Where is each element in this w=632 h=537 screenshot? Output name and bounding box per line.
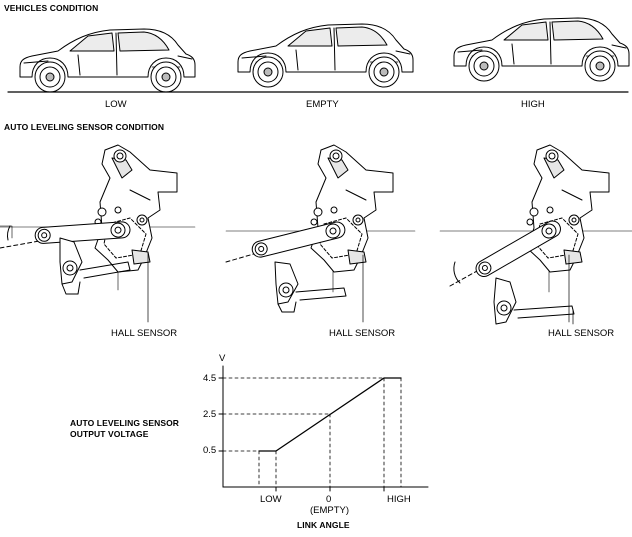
vehicle-low-image: [19, 28, 196, 93]
x-tick-zero: 0: [326, 494, 332, 505]
voltage-graph: [218, 365, 429, 492]
vehicle-empty-image: [237, 23, 414, 88]
y-tick-2-5: 2.5: [203, 409, 217, 420]
sensor-high-drawing: [439, 144, 632, 325]
vehicle-label-low: LOW: [105, 99, 127, 110]
y-unit-label: V: [219, 353, 226, 364]
x-axis-title: LINK ANGLE: [297, 520, 350, 530]
x-tick-low: LOW: [260, 494, 282, 505]
sensor-empty-drawing: [225, 144, 416, 323]
vehicle-label-high: HIGH: [521, 99, 545, 110]
y-tick-0-5: 0.5: [203, 445, 217, 456]
output-voltage-line: [258, 377, 402, 452]
sensor-low-drawing: [0, 144, 196, 323]
y-tick-4-5: 4.5: [203, 373, 217, 384]
sensor-condition-heading: AUTO LEVELING SENSOR CONDITION: [4, 122, 165, 132]
hall-sensor-callout-empty: HALL SENSOR: [329, 328, 396, 339]
vehicle-label-empty: EMPTY: [306, 99, 339, 110]
hall-sensor-callout-high: HALL SENSOR: [548, 328, 615, 339]
y-axis-title-line2: OUTPUT VOLTAGE: [70, 429, 149, 439]
x-tick-high: HIGH: [387, 494, 411, 505]
vehicles-condition-heading: VEHICLES CONDITION: [4, 3, 99, 13]
vehicle-high-image: [453, 17, 630, 82]
hall-sensor-callout-low: HALL SENSOR: [111, 328, 178, 339]
x-tick-empty-note: (EMPTY): [310, 505, 350, 516]
y-axis-title-line1: AUTO LEVELING SENSOR: [70, 418, 180, 428]
